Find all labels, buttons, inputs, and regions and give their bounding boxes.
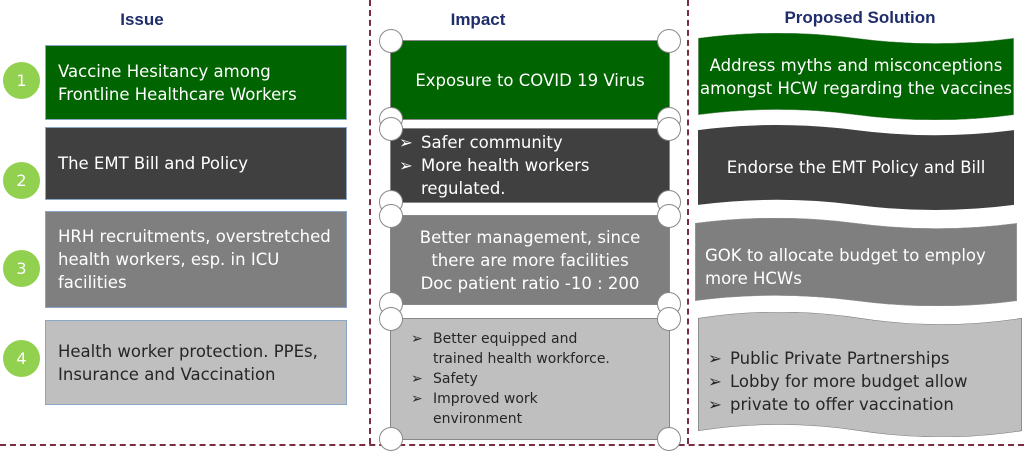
impact-text: Exposure to COVID 19 Virus: [415, 70, 645, 90]
plaque-corner: [379, 307, 403, 331]
plaque-corner: [379, 427, 403, 451]
impact-line: Doc patient ratio -10 : 200: [420, 273, 640, 293]
impact-item: Safer community: [399, 131, 669, 154]
plaque-corner: [657, 427, 681, 451]
column-divider: [369, 0, 371, 444]
plaque-corner: [657, 307, 681, 331]
impact-item: Safety: [411, 369, 631, 389]
bottom-divider: [0, 444, 1024, 446]
impact-list: Safer communityMore health workers regul…: [399, 131, 669, 200]
impact-line: Better management, since: [419, 227, 641, 247]
solution-header: Proposed Solution: [784, 8, 936, 27]
issue-text: HRH recruitments, overstretched health w…: [58, 227, 331, 292]
impact-item: Improved work environment: [411, 389, 631, 429]
row-number-2: 2: [3, 162, 40, 199]
impact-list: Better equipped and trained health workf…: [411, 329, 631, 429]
issue-box-3: HRH recruitments, overstretched health w…: [45, 211, 347, 308]
row-number-3: 3: [3, 250, 40, 287]
issue-header: Issue: [120, 10, 164, 29]
issue-text: Health worker protection. PPEs, Insuranc…: [58, 341, 318, 384]
impact-box-4: Better equipped and trained health workf…: [379, 307, 681, 451]
row-number-1: 1: [3, 62, 40, 99]
impact-box-3: Better management, since there are more f…: [379, 204, 681, 316]
issue-box-4: Health worker protection. PPEs, Insuranc…: [45, 320, 347, 405]
solution-box-3: GOK to allocate budget to employ more HC…: [695, 218, 1017, 306]
solution-text: Endorse the EMT Policy and Bill: [726, 158, 986, 177]
plaque-corner: [379, 29, 403, 53]
issue-text: Vaccine Hesitancy among Frontline Health…: [58, 61, 297, 104]
impact-box-1: Exposure to COVID 19 Virus: [379, 29, 681, 131]
solution-item: Lobby for more budget allow: [708, 370, 968, 393]
column-divider: [687, 0, 689, 444]
issue-text: The EMT Bill and Policy: [58, 154, 248, 173]
plaque-corner: [657, 29, 681, 53]
solution-box-1: Address myths and misconceptions amongst…: [698, 33, 1014, 120]
solution-item: Public Private Partnerships: [708, 347, 968, 370]
solution-box-4: Public Private PartnershipsLobby for mor…: [698, 312, 1022, 437]
impact-line: there are more facilities: [431, 250, 629, 270]
issue-box-1: Vaccine Hesitancy among Frontline Health…: [45, 45, 347, 120]
impact-item: Better equipped and trained health workf…: [411, 329, 631, 369]
solution-box-2: Endorse the EMT Policy and Bill: [698, 125, 1014, 210]
solution-item: private to offer vaccination: [708, 393, 968, 416]
impact-item: More health workers regulated.: [399, 154, 669, 200]
wave-shape: [698, 33, 1014, 120]
impact-box-2: Safer communityMore health workers regul…: [379, 117, 681, 214]
plaque-corner: [657, 204, 681, 228]
solution-list: Public Private PartnershipsLobby for mor…: [708, 333, 968, 416]
issue-box-2: The EMT Bill and Policy: [45, 127, 347, 200]
wave-shape: [698, 125, 1014, 210]
row-number-4: 4: [3, 340, 40, 377]
solution-text: Address myths and misconceptions amongst…: [699, 55, 1013, 98]
wave-shape: [695, 218, 1017, 306]
impact-header: Impact: [450, 10, 506, 29]
plaque-corner: [379, 204, 403, 228]
solution-text: GOK to allocate budget to employ more HC…: [705, 246, 986, 288]
